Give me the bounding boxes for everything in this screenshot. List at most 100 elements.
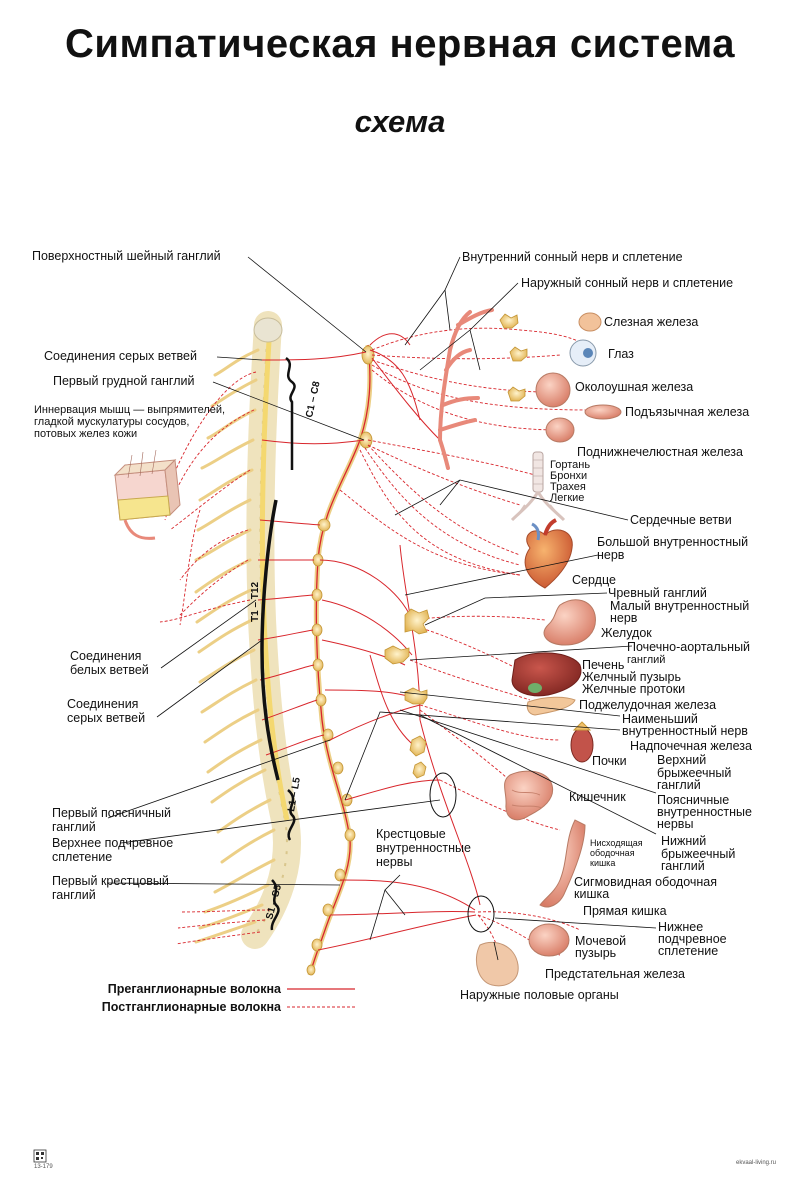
label-intestine: Кишечник xyxy=(569,790,626,804)
label-bronchi: Бронхи xyxy=(550,470,587,482)
skin-block xyxy=(113,449,181,540)
label-bladder-1: Мочевой xyxy=(575,934,626,948)
intestine-shape xyxy=(504,770,554,821)
kidney-shape xyxy=(570,727,594,763)
page-title: Симпатическая нервная система xyxy=(64,22,736,66)
legend: Преганглионарные волокна Постганглионарн… xyxy=(102,982,355,1014)
label-least-splanchnic-1: Наименьший xyxy=(622,712,698,726)
label-kidneys: Почки xyxy=(592,754,627,768)
label-bile-ducts: Желчные протоки xyxy=(582,682,685,696)
label-trachea: Трахея xyxy=(550,481,586,493)
label-bladder-2: пузырь xyxy=(575,946,616,960)
footer-code: 13-179 xyxy=(34,1164,53,1170)
label-gray-rami-1: Соединения серых ветвей xyxy=(44,349,197,363)
label-greater-splanchnic-1: Большой внутренностный xyxy=(597,535,748,549)
parotid-gland-shape xyxy=(535,372,571,408)
label-aorticorenal-2: ганглий xyxy=(627,654,665,666)
label-gray-rami-2b: серых ветвей xyxy=(67,711,145,725)
label-superior-hypogastric-1: Верхнее подчревное xyxy=(52,836,173,850)
pancreas-shape xyxy=(526,696,576,716)
label-celiac-ganglion: Чревный ганглий xyxy=(608,586,707,600)
label-parotid-gland: Околоушная железа xyxy=(575,380,693,394)
label-gray-rami-2a: Соединения xyxy=(67,697,138,711)
label-lumbar-splanchnic-3: нервы xyxy=(657,817,693,831)
postganglionic-fibers xyxy=(159,327,591,976)
label-sup-mesenteric-1: Верхний xyxy=(657,753,706,767)
label-external-carotid: Наружный сонный нерв и сплетение xyxy=(521,276,733,290)
liver-shape xyxy=(511,652,582,697)
genitals-shape xyxy=(476,941,519,987)
label-liver: Печень xyxy=(582,658,624,672)
label-first-thoracic-ganglion: Первый грудной ганглий xyxy=(53,374,194,388)
label-sigmoid-1: Сигмовидная ободочная xyxy=(574,875,717,889)
label-desc-colon-2: ободочная xyxy=(590,848,635,858)
sublingual-gland-shape xyxy=(584,404,622,420)
label-desc-colon-3: кишка xyxy=(590,858,615,868)
legend-postganglionic-label: Постганглионарные волокна xyxy=(102,1000,282,1014)
label-larynx: Гортань xyxy=(550,459,590,471)
right-labels: Внутренний сонный нерв и сплетение Наруж… xyxy=(460,250,752,1002)
label-lacrimal-gland: Слезная железа xyxy=(604,315,698,329)
label-white-rami-1: Соединения xyxy=(70,649,141,663)
page-subtitle: схема xyxy=(354,104,446,139)
segment-brackets xyxy=(260,356,296,931)
footer-site: ekvaal-living.ru xyxy=(736,1160,777,1166)
label-lesser-splanchnic-1: Малый внутренностный xyxy=(610,599,749,613)
qr-code-icon xyxy=(33,1149,47,1163)
lacrimal-gland-shape xyxy=(578,312,602,332)
submandibular-gland-shape xyxy=(545,417,575,443)
label-first-lumbar-ganglion-1: Первый поясничный xyxy=(52,806,171,820)
label-lumbar-splanchnic-1: Поясничные xyxy=(657,793,729,807)
segment-thoracic: T1 – T12 xyxy=(250,582,261,622)
label-skin-innervation-2: гладкой мускулатуры сосудов, xyxy=(34,416,189,428)
label-white-rami-2: белых ветвей xyxy=(70,663,149,677)
label-inf-hypogastric-2: подчревное xyxy=(658,932,727,946)
prevertebral-ganglia xyxy=(384,313,528,933)
label-least-splanchnic-2: внутренностный нерв xyxy=(622,724,748,738)
label-gallbladder: Желчный пузырь xyxy=(582,670,681,684)
heart-shape xyxy=(524,518,573,589)
label-cardiac-branches: Сердечные ветви xyxy=(630,513,732,527)
colon-shape xyxy=(539,819,586,908)
label-sublingual-gland: Подъязычная железа xyxy=(625,405,749,419)
label-superior-hypogastric-2: сплетение xyxy=(52,850,112,864)
label-prostate: Предстательная железа xyxy=(545,967,685,981)
label-lungs: Легкие xyxy=(550,492,584,504)
segment-cervical: C1 – C8 xyxy=(304,380,322,419)
label-first-lumbar-ganglion-2: ганглий xyxy=(52,820,96,834)
label-inf-hypogastric-1: Нижнее xyxy=(658,920,703,934)
legend-preganglionic-label: Преганглионарные волокна xyxy=(108,982,282,996)
leader-lines xyxy=(106,256,657,961)
label-skin-innervation-1: Иннервация мышц — выпрямителей, xyxy=(34,404,225,416)
label-heart: Сердце xyxy=(572,573,616,587)
label-genitals: Наружные половые органы xyxy=(460,988,619,1002)
label-stomach: Желудок xyxy=(601,626,652,640)
label-greater-splanchnic-2: нерв xyxy=(597,548,625,562)
organs xyxy=(476,312,622,987)
label-skin-innervation-3: потовых желез кожи xyxy=(34,428,137,440)
label-sup-mesenteric-3: ганглий xyxy=(657,778,701,792)
label-inf-mesenteric-1: Нижний xyxy=(661,834,706,848)
label-rectum: Прямая кишка xyxy=(583,904,667,918)
label-sacral-splanchnic-2: внутренностные xyxy=(376,841,471,855)
label-desc-colon-1: Нисходящая xyxy=(590,838,643,848)
label-superficial-cervical-ganglion: Поверхностный шейный ганглий xyxy=(32,249,221,263)
label-first-sacral-ganglion-2: ганглий xyxy=(52,888,96,902)
label-lumbar-splanchnic-2: внутренностные xyxy=(657,805,752,819)
spinal-column xyxy=(241,311,301,949)
label-submandibular-gland: Поднижнечелюстная железа xyxy=(577,445,743,459)
carotid-arteries xyxy=(438,308,494,470)
label-sup-mesenteric-2: брыжеечный xyxy=(657,766,731,780)
trachea-shape xyxy=(510,451,566,522)
label-aorticorenal-1: Почечно-аортальный xyxy=(627,640,750,654)
label-sigmoid-2: кишка xyxy=(574,887,609,901)
stomach-shape xyxy=(543,599,596,646)
bladder-shape xyxy=(528,923,570,957)
label-adrenal: Надпочечная железа xyxy=(630,739,752,753)
label-sacral-splanchnic-1: Крестцовые xyxy=(376,827,446,841)
left-labels: Поверхностный шейный ганглий Соединения … xyxy=(32,249,471,902)
label-inf-hypogastric-3: сплетение xyxy=(658,944,718,958)
label-inf-mesenteric-2: брыжеечный xyxy=(661,847,735,861)
